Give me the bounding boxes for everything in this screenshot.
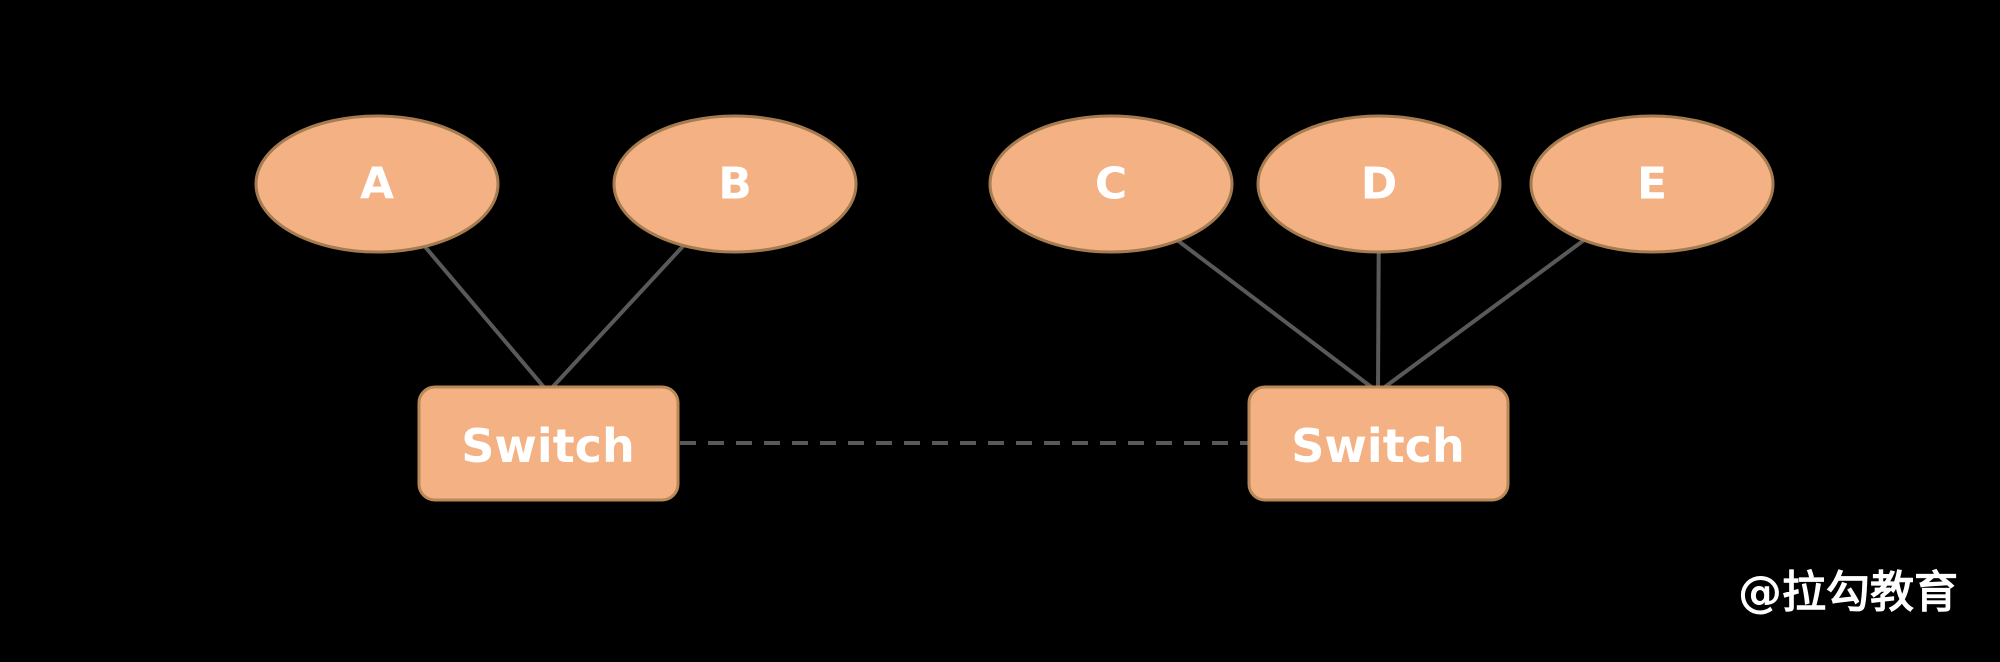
host-e-ellipse <box>1529 114 1775 254</box>
host-node-a: A <box>254 114 500 254</box>
host-a-label: A <box>360 159 394 210</box>
watermark-text: @拉勾教育 <box>1738 567 1958 618</box>
host-node-b: B <box>612 114 858 254</box>
host-d-ellipse <box>1256 114 1502 254</box>
switch-node-1: Switch <box>417 385 680 502</box>
host-c-ellipse <box>988 114 1234 254</box>
host-d-label: D <box>1361 159 1398 210</box>
host-node-e: E <box>1529 114 1775 254</box>
host-a-ellipse <box>254 114 500 254</box>
switch1-label: Switch <box>461 419 634 473</box>
host-b-label: B <box>718 159 752 210</box>
host-e-label: E <box>1637 159 1667 210</box>
host-c-label: C <box>1095 159 1127 210</box>
switch1-box <box>417 385 680 502</box>
host-b-ellipse <box>612 114 858 254</box>
host-node-d: D <box>1256 114 1502 254</box>
host-node-c: C <box>988 114 1234 254</box>
switch-node-2: Switch <box>1247 385 1510 502</box>
switch2-box <box>1247 385 1510 502</box>
switch2-label: Switch <box>1291 419 1464 473</box>
